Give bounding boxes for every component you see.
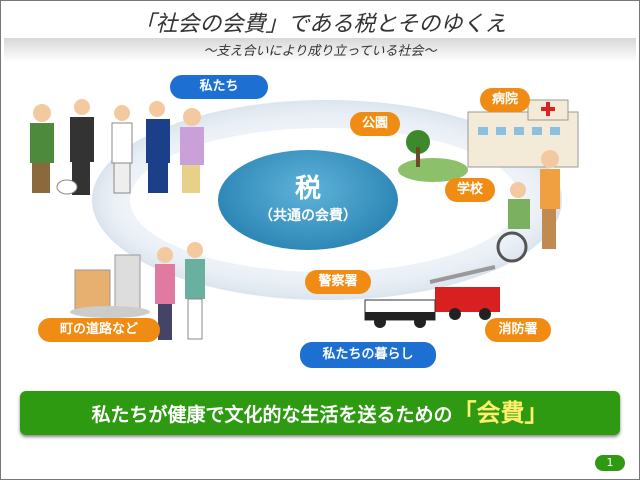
people-illustration [30, 99, 204, 195]
tax-label: 税 [294, 174, 321, 204]
label-life: 私たちの暮らし [300, 342, 436, 368]
label-fire: 消防署 [485, 318, 551, 342]
slide-title: 「社会の会費」である税とそのゆくえ [133, 12, 507, 37]
banner-text: 私たちが健康で文化的な生活を送るための [91, 404, 453, 426]
label-police: 警察署 [305, 270, 371, 294]
caregiver-illustration [496, 150, 560, 263]
slide-subtitle: ～支え合いにより成り立っている社会～ [203, 44, 437, 59]
emergency-vehicles-illustration [364, 265, 500, 328]
town-illustration [70, 242, 205, 340]
tax-sublabel: （共通の会費） [259, 208, 357, 224]
tax-center: 税 （共通の会費） [218, 150, 398, 250]
label-roads: 町の道路など [38, 318, 160, 342]
summary-banner: 私たちが健康で文化的な生活を送るための「会費」 [20, 391, 620, 435]
label-park: 公園 [350, 112, 400, 136]
title-band [4, 38, 636, 62]
page-number: 1 [595, 455, 625, 471]
hospital-park-illustration [398, 99, 579, 182]
label-hospital: 病院 [480, 88, 530, 112]
banner-highlight: 「会費」 [452, 399, 549, 427]
label-school: 学校 [445, 178, 495, 202]
label-us: 私たち [170, 75, 268, 99]
